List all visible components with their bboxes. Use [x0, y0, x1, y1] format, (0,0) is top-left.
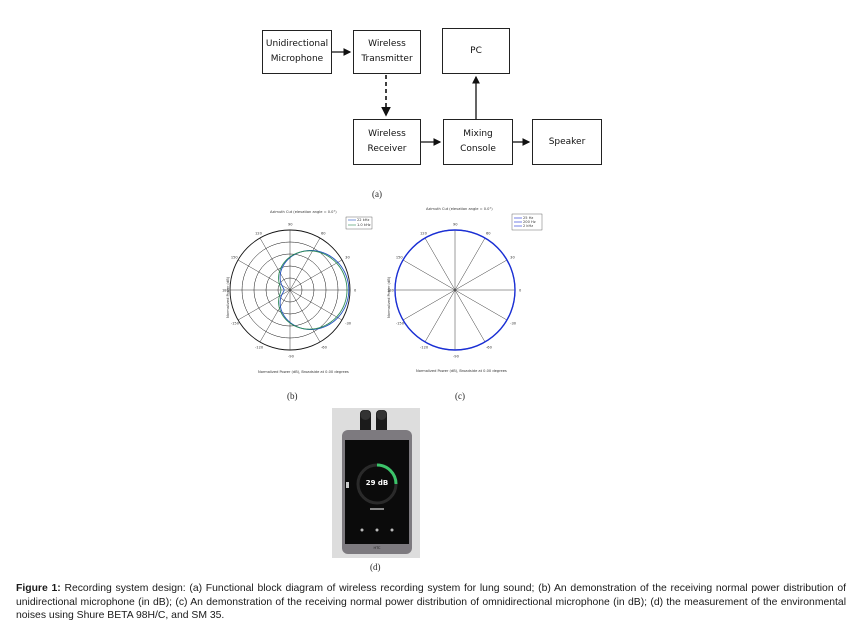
panel-label-c: (c) [455, 391, 465, 401]
angle-tick-label: 60 [486, 231, 491, 235]
caption-label: Figure 1: [16, 583, 61, 594]
panel-label-b: (b) [287, 391, 298, 401]
plot-b-ylabel: Normalized Power (dB) [226, 276, 230, 318]
node-receiver: Wireless Receiver [353, 119, 421, 165]
angle-tick-label: -150 [231, 322, 240, 326]
phone-screen [345, 440, 409, 544]
angle-tick-label: -90 [288, 355, 295, 359]
angle-tick-label: 120 [420, 231, 428, 235]
angle-tick-label: -150 [396, 322, 405, 326]
photo-noise-measurement: 29 dB HTC [332, 408, 420, 558]
angle-tick-label: 150 [396, 256, 404, 260]
polar-grid-b: 90 60 30 0 -30 -60 -90 -120 -150 180 150 120 [222, 223, 357, 359]
figure-caption: Figure 1: Recording system design: (a) F… [16, 582, 846, 623]
angle-tick-label: 30 [345, 256, 350, 260]
angle-tick-label: 0 [354, 289, 357, 293]
angle-tick-label: 90 [288, 223, 293, 227]
angle-tick-label: 120 [255, 231, 263, 235]
node-transmitter: Wireless Transmitter [353, 30, 421, 74]
panel-label-d: (d) [370, 562, 381, 572]
meter-value: 29 dB [365, 479, 389, 487]
angle-tick-label: -120 [420, 346, 429, 350]
grid-spoke [237, 259, 343, 321]
plot-b-legend-1: 22 kHz [357, 218, 369, 222]
angle-tick-label: -120 [255, 346, 264, 350]
panel-label-a: (a) [372, 189, 382, 199]
plot-b-title: Azimuth Cut (elevation angle = 0.0°) [270, 210, 337, 214]
caption-text: Recording system design: (a) Functional … [16, 583, 846, 621]
angle-tick-label: 0 [519, 289, 522, 293]
plot-c-legend-2: 200 Hz [523, 220, 536, 224]
series-line-omni [394, 229, 516, 351]
series-line-1khz [278, 250, 348, 330]
plot-c-title: Azimuth Cut (elevation angle = 0.0°) [426, 207, 493, 211]
node-mixing-console: Mixing Console [443, 119, 513, 165]
plot-c-legend-1: 25 Hz [523, 216, 533, 220]
plot-b-xlabel: Normalized Power (dB), Broadside at 0.00… [258, 370, 349, 374]
angle-tick-label: -60 [321, 346, 328, 350]
plot-b-legend-2: 1.0 kHz [357, 223, 371, 227]
angle-tick-label: -90 [453, 355, 460, 359]
grid-spoke [402, 259, 508, 321]
node-speaker: Speaker [532, 119, 602, 165]
angle-tick-label: 180 [387, 289, 395, 293]
angle-tick-label: 150 [231, 256, 239, 260]
meter-arc [376, 463, 398, 485]
angle-tick-label: -30 [345, 322, 352, 326]
angle-tick-label: 90 [453, 223, 458, 227]
angle-tick-label: 180 [222, 289, 230, 293]
plot-c-ylabel: Normalized Power (dB) [387, 276, 391, 318]
series-line-22khz [279, 250, 350, 330]
plot-c-legend-3: 2 kHz [523, 224, 533, 228]
node-microphone: Unidirectional Microphone [262, 30, 332, 74]
angle-tick-label: 30 [510, 256, 515, 260]
angle-tick-label: -60 [486, 346, 493, 350]
plot-c-xlabel: Normalized Power (dB), Broadside at 0.00… [416, 369, 507, 373]
polar-grid-c: 90 60 30 0 -30 -60 -90 -120 -150 180 150 120 [387, 223, 522, 359]
node-pc: PC [442, 28, 510, 74]
angle-tick-label: -30 [510, 322, 517, 326]
phone-brand: HTC [373, 546, 381, 550]
angle-tick-label: 60 [321, 231, 326, 235]
